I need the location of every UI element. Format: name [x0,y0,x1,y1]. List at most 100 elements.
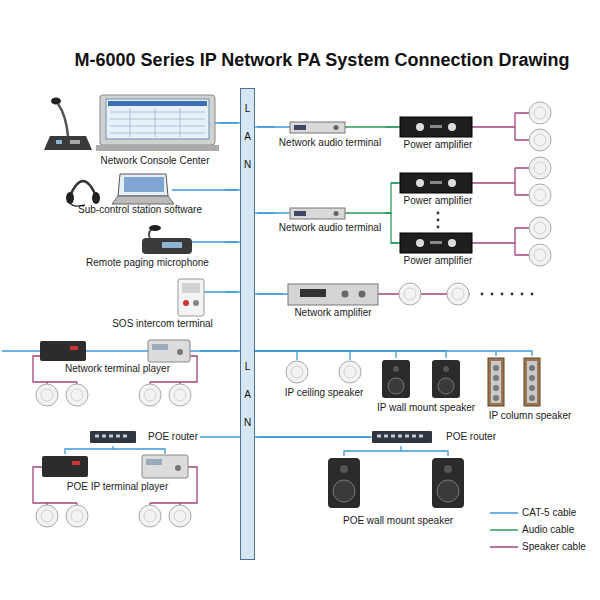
ceiling-speaker [447,283,469,305]
ceiling-speaker [139,384,161,406]
wall-speaker [432,360,460,398]
device-label: Network audio terminal [279,222,381,234]
cable-connector [255,126,275,127]
speaker-cone [71,389,83,401]
device-label: Network Console Center [101,155,210,167]
speaker-tweeter [393,366,399,372]
device-label: Sub-control station software [78,204,202,216]
cable-connector [65,446,165,454]
power-amp [400,117,472,137]
player-silver [148,340,190,362]
device-label: Network audio terminal [279,137,381,149]
ceiling-speaker [529,102,551,124]
amp-strip [430,181,442,184]
console-base [96,145,219,151]
device-label: Power amplifier [404,139,473,151]
legend-line [490,546,518,548]
router-ports [377,435,423,438]
device-node: IP wall mount speaker [370,358,482,415]
amp-meter [448,179,456,187]
cat5-stub [2,123,372,437]
amp-strip [430,241,442,244]
device-label: IP wall mount speaker [377,402,475,414]
speaker-woofer [438,378,454,394]
mic-base [44,136,92,150]
continuation-dot [437,219,440,222]
player-silver [142,455,188,478]
cable-connector [385,213,398,243]
continuation-dot [511,293,514,296]
ceiling-speaker [399,283,421,305]
ceiling-speaker [529,157,551,179]
cable-connector [385,183,398,213]
ceiling-speaker [339,361,361,383]
legend-label: CAT-5 cable [522,507,576,519]
continuation-dot [521,293,524,296]
device-node: Power amplifier [398,114,478,152]
device-node: Power amplifier [398,232,478,268]
router-ports [95,435,127,438]
device-node: Network terminal player [35,338,200,376]
laptop-display [124,177,164,192]
device-label: Network terminal player [65,363,170,375]
cable-connector [255,351,350,360]
terminal-display [294,125,306,130]
amp-meter [416,123,424,131]
ceiling-speaker [169,505,191,527]
device-node: Remote paging microphone [70,225,225,270]
audio-terminal [290,122,345,133]
terminal-display [294,211,306,216]
device-label: IP column speaker [489,410,572,422]
speaker-cone [41,389,53,401]
device-node: POE router [370,428,498,446]
device-label: Remote paging microphone [86,257,209,269]
cable-connector [255,293,283,294]
player-knob [177,349,183,355]
mic-stem [58,104,68,136]
paging-display [162,242,182,248]
cable-connector [200,436,240,437]
device-node: Network Console Center [90,92,220,168]
headset-ear [66,192,74,204]
speaker-cone [534,107,546,119]
ceiling-speaker [36,505,58,527]
continuation-dot [491,293,494,296]
column-drivers [493,368,499,398]
device-node: SOS intercom terminal [100,276,225,331]
speaker-cone [534,189,546,201]
cable-connector [225,189,240,190]
device-label: POE IP terminal player [67,481,169,493]
legend-label: Speaker cable [522,541,586,553]
continuation-dot [437,226,440,229]
legend-label: Audio cable [522,524,574,536]
ceiling-speaker [529,129,551,151]
power-amp [400,173,472,193]
audio-terminal [290,208,345,219]
device-label: POE router [446,431,496,443]
cable-connector [344,446,448,456]
paging-base [142,238,192,254]
network-amp [288,284,378,305]
continuation-dot [531,293,534,296]
mic-head [51,98,61,105]
ceiling-speaker [529,184,551,206]
ceiling-speaker [529,244,551,266]
ceiling-speaker [36,384,58,406]
bus-label: LAN [243,95,253,179]
amp-meter [416,179,424,187]
cable-connector [255,351,446,358]
speaker-cone [144,389,156,401]
sos-panel [178,279,204,316]
amp-knob [342,291,349,298]
cable-connector [220,122,240,123]
column-front [527,361,537,403]
speaker-wire [33,113,540,505]
laptop-screen [118,174,168,196]
terminal-knob [334,211,339,216]
player-display [152,344,168,350]
mic-button [70,140,80,144]
player-knob [175,465,181,471]
